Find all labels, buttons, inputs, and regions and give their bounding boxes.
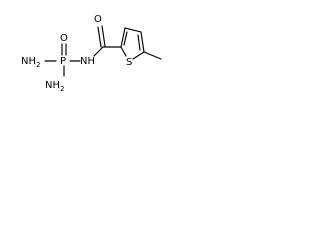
bond-c5-methyl bbox=[143, 51, 162, 60]
nh2-lower-subscript: 2 bbox=[60, 85, 64, 93]
bond-c5-c4 bbox=[140, 31, 145, 53]
bond-c-o-double-b bbox=[101, 25, 106, 47]
bond-s-c5 bbox=[132, 51, 145, 60]
atom-label-nh2-lower: NH2 bbox=[45, 80, 64, 93]
bond-c5-c4-inner bbox=[137, 34, 141, 51]
atom-label-nh2-upper: NH2 bbox=[21, 56, 40, 69]
atom-label-carbonyl-oxygen: O bbox=[94, 14, 102, 25]
atom-label-phosphoryl-oxygen: O bbox=[60, 33, 68, 44]
bond-c4-c3 bbox=[124, 27, 142, 33]
atom-labels: NH2 NH2 P O NH O S bbox=[21, 14, 132, 93]
bond-c3-c2 bbox=[120, 27, 126, 48]
bond-c-o-double-a bbox=[97, 26, 102, 48]
bond-nh-carbonyl-c bbox=[93, 46, 104, 57]
nh2-upper-text: NH bbox=[21, 56, 36, 67]
nh2-upper-subscript: 2 bbox=[36, 61, 40, 69]
atom-label-amide-nitrogen: NH bbox=[80, 56, 95, 67]
atom-label-thiophene-sulfur: S bbox=[126, 57, 132, 68]
bond-c2-s bbox=[120, 46, 127, 57]
nh2-lower-text: NH bbox=[45, 80, 60, 91]
atom-label-phosphorus: P bbox=[60, 56, 66, 67]
bonds bbox=[44, 25, 162, 77]
bond-c3-c2-inner bbox=[123, 31, 128, 46]
molecule-structure-diagram: NH2 NH2 P O NH O S bbox=[21, 14, 162, 93]
